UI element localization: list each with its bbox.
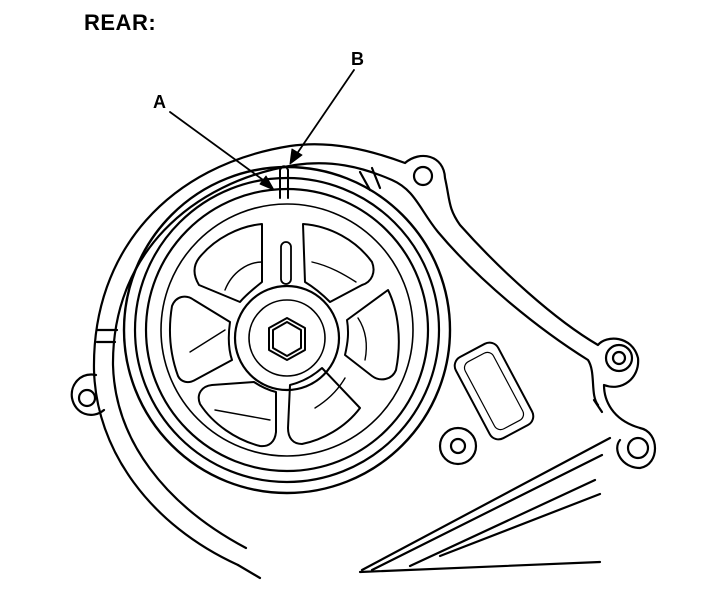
timing-mark-pointer (280, 166, 288, 198)
callout-a-label: A (153, 92, 166, 112)
callout-b-leader (290, 70, 354, 164)
cover-window (451, 339, 537, 443)
figure-caption: REAR: (84, 10, 157, 35)
pulley (124, 167, 450, 493)
cover-housing (72, 144, 655, 578)
callout-b-label: B (351, 49, 364, 69)
hex-bolt (269, 318, 305, 360)
callout-a-leader (170, 112, 274, 190)
